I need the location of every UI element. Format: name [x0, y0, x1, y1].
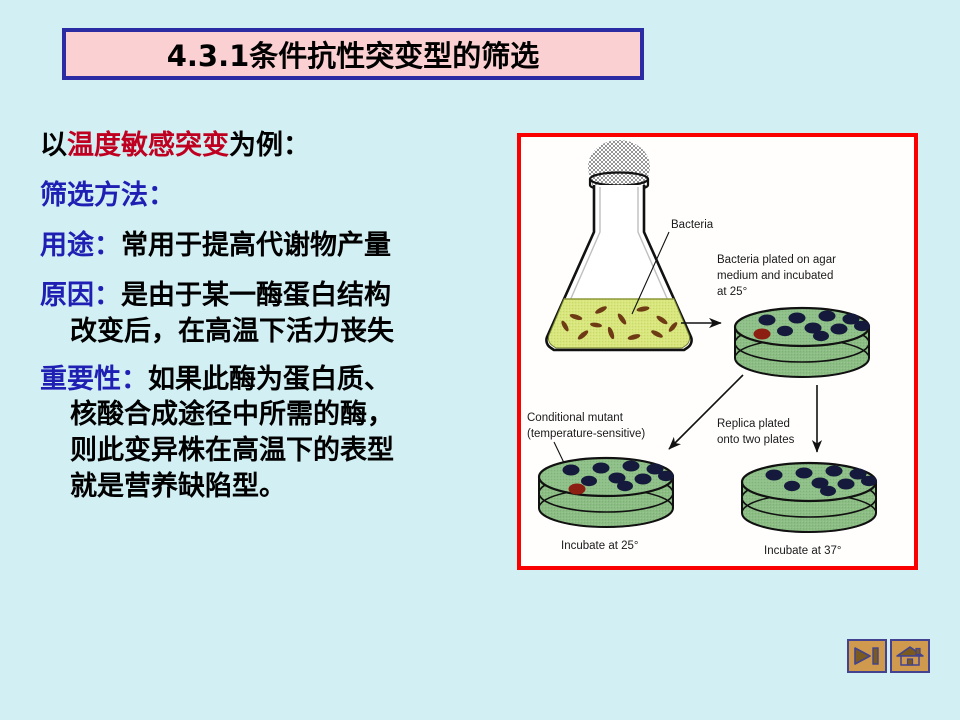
arrow-to-replica-25: [668, 374, 744, 450]
text-segment-label: 原因: [40, 279, 94, 311]
paragraph-importance: 重要性：如果此酶为蛋白质、 核酸合成途径中所需的酶， 则此变异株在高温下的表型 …: [40, 362, 510, 506]
figure-label-plated-l2: medium and incubated: [717, 270, 833, 282]
text-line: 核酸合成途径中所需的酶，: [40, 397, 510, 433]
petri-dish-replica-25: [537, 456, 675, 528]
text-segment-colon: ：: [94, 279, 121, 311]
figure-label-incubate-37: Incubate at 37°: [764, 545, 842, 557]
text-segment: 是由于某一酶蛋白结构: [121, 279, 391, 311]
colonies: [758, 310, 870, 342]
petri-dish-master: [733, 306, 871, 378]
label-bacteria: Bacteria: [631, 219, 714, 315]
figure-label-bacteria: Bacteria: [671, 219, 714, 231]
text-segment: 则此变异株在高温下的表型: [70, 435, 394, 467]
paragraph-purpose: 用途：常用于提高代谢物产量: [40, 228, 510, 264]
text-segment-colon: ：: [148, 179, 175, 211]
text-line: 就是营养缺陷型。: [40, 469, 510, 505]
text-segment-label: 重要性: [40, 363, 121, 395]
text-segment: 常用于提高代谢物产量: [121, 229, 391, 261]
label-conditional-mutant: Conditional mutant (temperature-sensitiv…: [527, 412, 645, 493]
bacteria-rods: [561, 306, 678, 340]
label-replica: Replica plated onto two plates: [717, 418, 795, 446]
petri-dish-replica-37: [740, 461, 878, 533]
slide-title-box: 4.3.1条件抗性突变型的筛选: [62, 28, 644, 80]
text-line: 原因：是由于某一酶蛋白结构: [40, 278, 510, 314]
text-segment: 改变后，在高温下活力丧失: [70, 315, 394, 347]
text-segment-colon: ：: [121, 363, 148, 395]
text-segment-highlight: 温度敏感突变: [67, 130, 229, 161]
figure-frame: Bacteria Bacteria plated on agar medium …: [517, 133, 918, 570]
colony-conditional-mutant: [753, 328, 771, 340]
text-segment: 如果此酶为蛋白质、: [148, 363, 391, 395]
text-segment: 为例：: [229, 130, 310, 161]
figure-label-plated-l3: at 25°: [717, 286, 747, 298]
figure-label-conditional-l2: (temperature-sensitive): [527, 428, 645, 440]
slide-navigation: [847, 639, 930, 673]
home-button[interactable]: [890, 639, 930, 673]
figure-label-conditional-l1: Conditional mutant: [527, 412, 624, 424]
text-line: 以温度敏感突变为例：: [40, 128, 510, 164]
text-segment-label: 用途: [40, 229, 94, 261]
next-slide-button[interactable]: [847, 639, 887, 673]
text-segment: 核酸合成途径中所需的酶，: [70, 399, 394, 431]
label-plated: Bacteria plated on agar medium and incub…: [717, 254, 836, 298]
slide-body-text: 以温度敏感突变为例： 筛选方法： 用途：常用于提高代谢物产量 原因：是由于某一酶…: [40, 128, 510, 515]
figure-label-plated-l1: Bacteria plated on agar: [717, 254, 836, 266]
figure-label-replica-l1: Replica plated: [717, 418, 790, 430]
text-line: 筛选方法：: [40, 178, 510, 214]
colony-conditional-mutant: [568, 483, 586, 495]
replica-plating-diagram: Bacteria Bacteria plated on agar medium …: [521, 137, 914, 566]
figure-label-incubate-25: Incubate at 25°: [561, 540, 639, 552]
home-icon: [896, 646, 924, 666]
paragraph-example: 以温度敏感突变为例：: [40, 128, 510, 164]
text-line: 改变后，在高温下活力丧失: [40, 314, 510, 350]
text-segment-label: 筛选方法: [40, 179, 148, 211]
paragraph-method: 筛选方法：: [40, 178, 510, 214]
text-segment: 就是营养缺陷型。: [70, 471, 286, 503]
figure-label-replica-l2: onto two plates: [717, 434, 795, 446]
text-line: 则此变异株在高温下的表型: [40, 433, 510, 469]
paragraph-reason: 原因：是由于某一酶蛋白结构 改变后，在高温下活力丧失: [40, 278, 510, 350]
text-segment: 以: [40, 130, 67, 161]
text-segment-colon: ：: [94, 229, 121, 261]
next-slide-icon: [854, 647, 879, 665]
text-line: 重要性：如果此酶为蛋白质、: [40, 362, 510, 398]
colonies: [562, 460, 674, 492]
text-line: 用途：常用于提高代谢物产量: [40, 228, 510, 264]
page-title: 4.3.1条件抗性突变型的筛选: [166, 39, 540, 73]
colonies: [765, 465, 877, 497]
culture-flask: [545, 140, 693, 352]
